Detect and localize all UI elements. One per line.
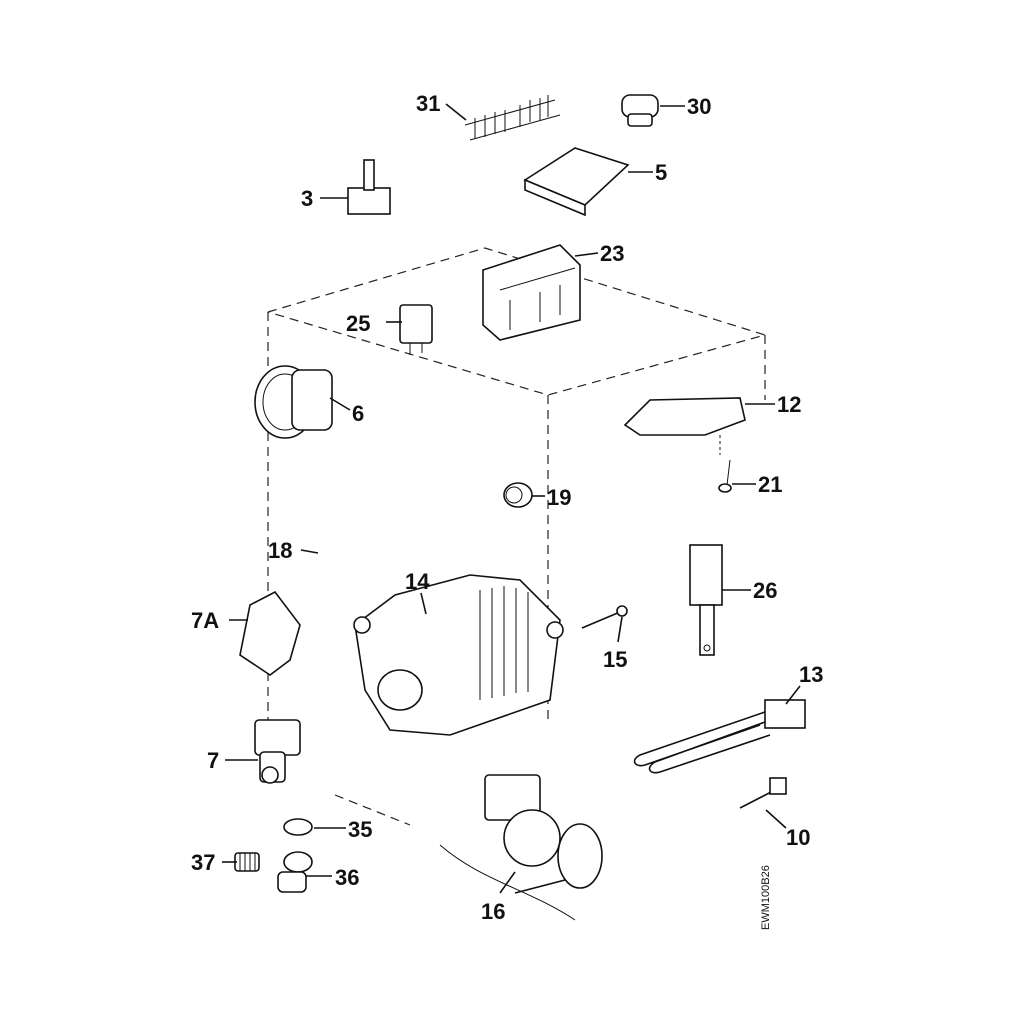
label-26: 26 [753,578,777,603]
label-35: 35 [348,817,372,842]
label-3: 3 [301,186,313,211]
label-30: 30 [687,94,711,119]
label-6: 6 [352,401,364,426]
part-6-timer [254,365,333,439]
part-18-hose [276,449,347,721]
part-25-capacitor [399,304,433,355]
part-30-knob [621,94,659,127]
label-25: 25 [346,311,370,336]
part-26-sensor [689,544,723,656]
part-31-wiring-connectors [464,95,561,141]
label-13: 13 [799,662,823,687]
label-37: 37 [191,850,215,875]
part-19-bush [503,482,533,508]
part-12-door-lock [623,397,746,455]
part-37-filter [234,852,260,872]
diagram-code: EWM100B26 [760,865,772,930]
label-19: 19 [547,485,571,510]
label-23: 23 [600,241,624,266]
label-7: 7 [207,748,219,773]
part-13-heater [633,699,806,774]
part-7A-bracket [239,590,301,676]
label-10: 10 [786,825,810,850]
label-15: 15 [603,647,627,672]
part-15-bolt [581,605,628,629]
leader-lines [222,103,801,894]
label-5: 5 [655,160,667,185]
part-16-drain-pump [439,774,603,921]
label-14: 14 [405,569,430,594]
part-21-screw [718,459,732,493]
label-31: 31 [416,91,440,116]
part-35-seal [283,818,313,836]
part-3-selector-switch [347,159,391,215]
part-7-inlet-valve [254,719,301,784]
label-12: 12 [777,392,801,417]
part-23-module [482,244,581,341]
label-36: 36 [335,865,359,890]
label-21: 21 [758,472,782,497]
part-5-control-board [523,147,630,217]
label-18: 18 [268,538,292,563]
part-14-motor [353,574,564,736]
label-7A: 7A [191,608,219,633]
part-10-ntc [739,777,787,809]
label-16: 16 [481,899,505,924]
part-36-fitting [277,851,313,893]
